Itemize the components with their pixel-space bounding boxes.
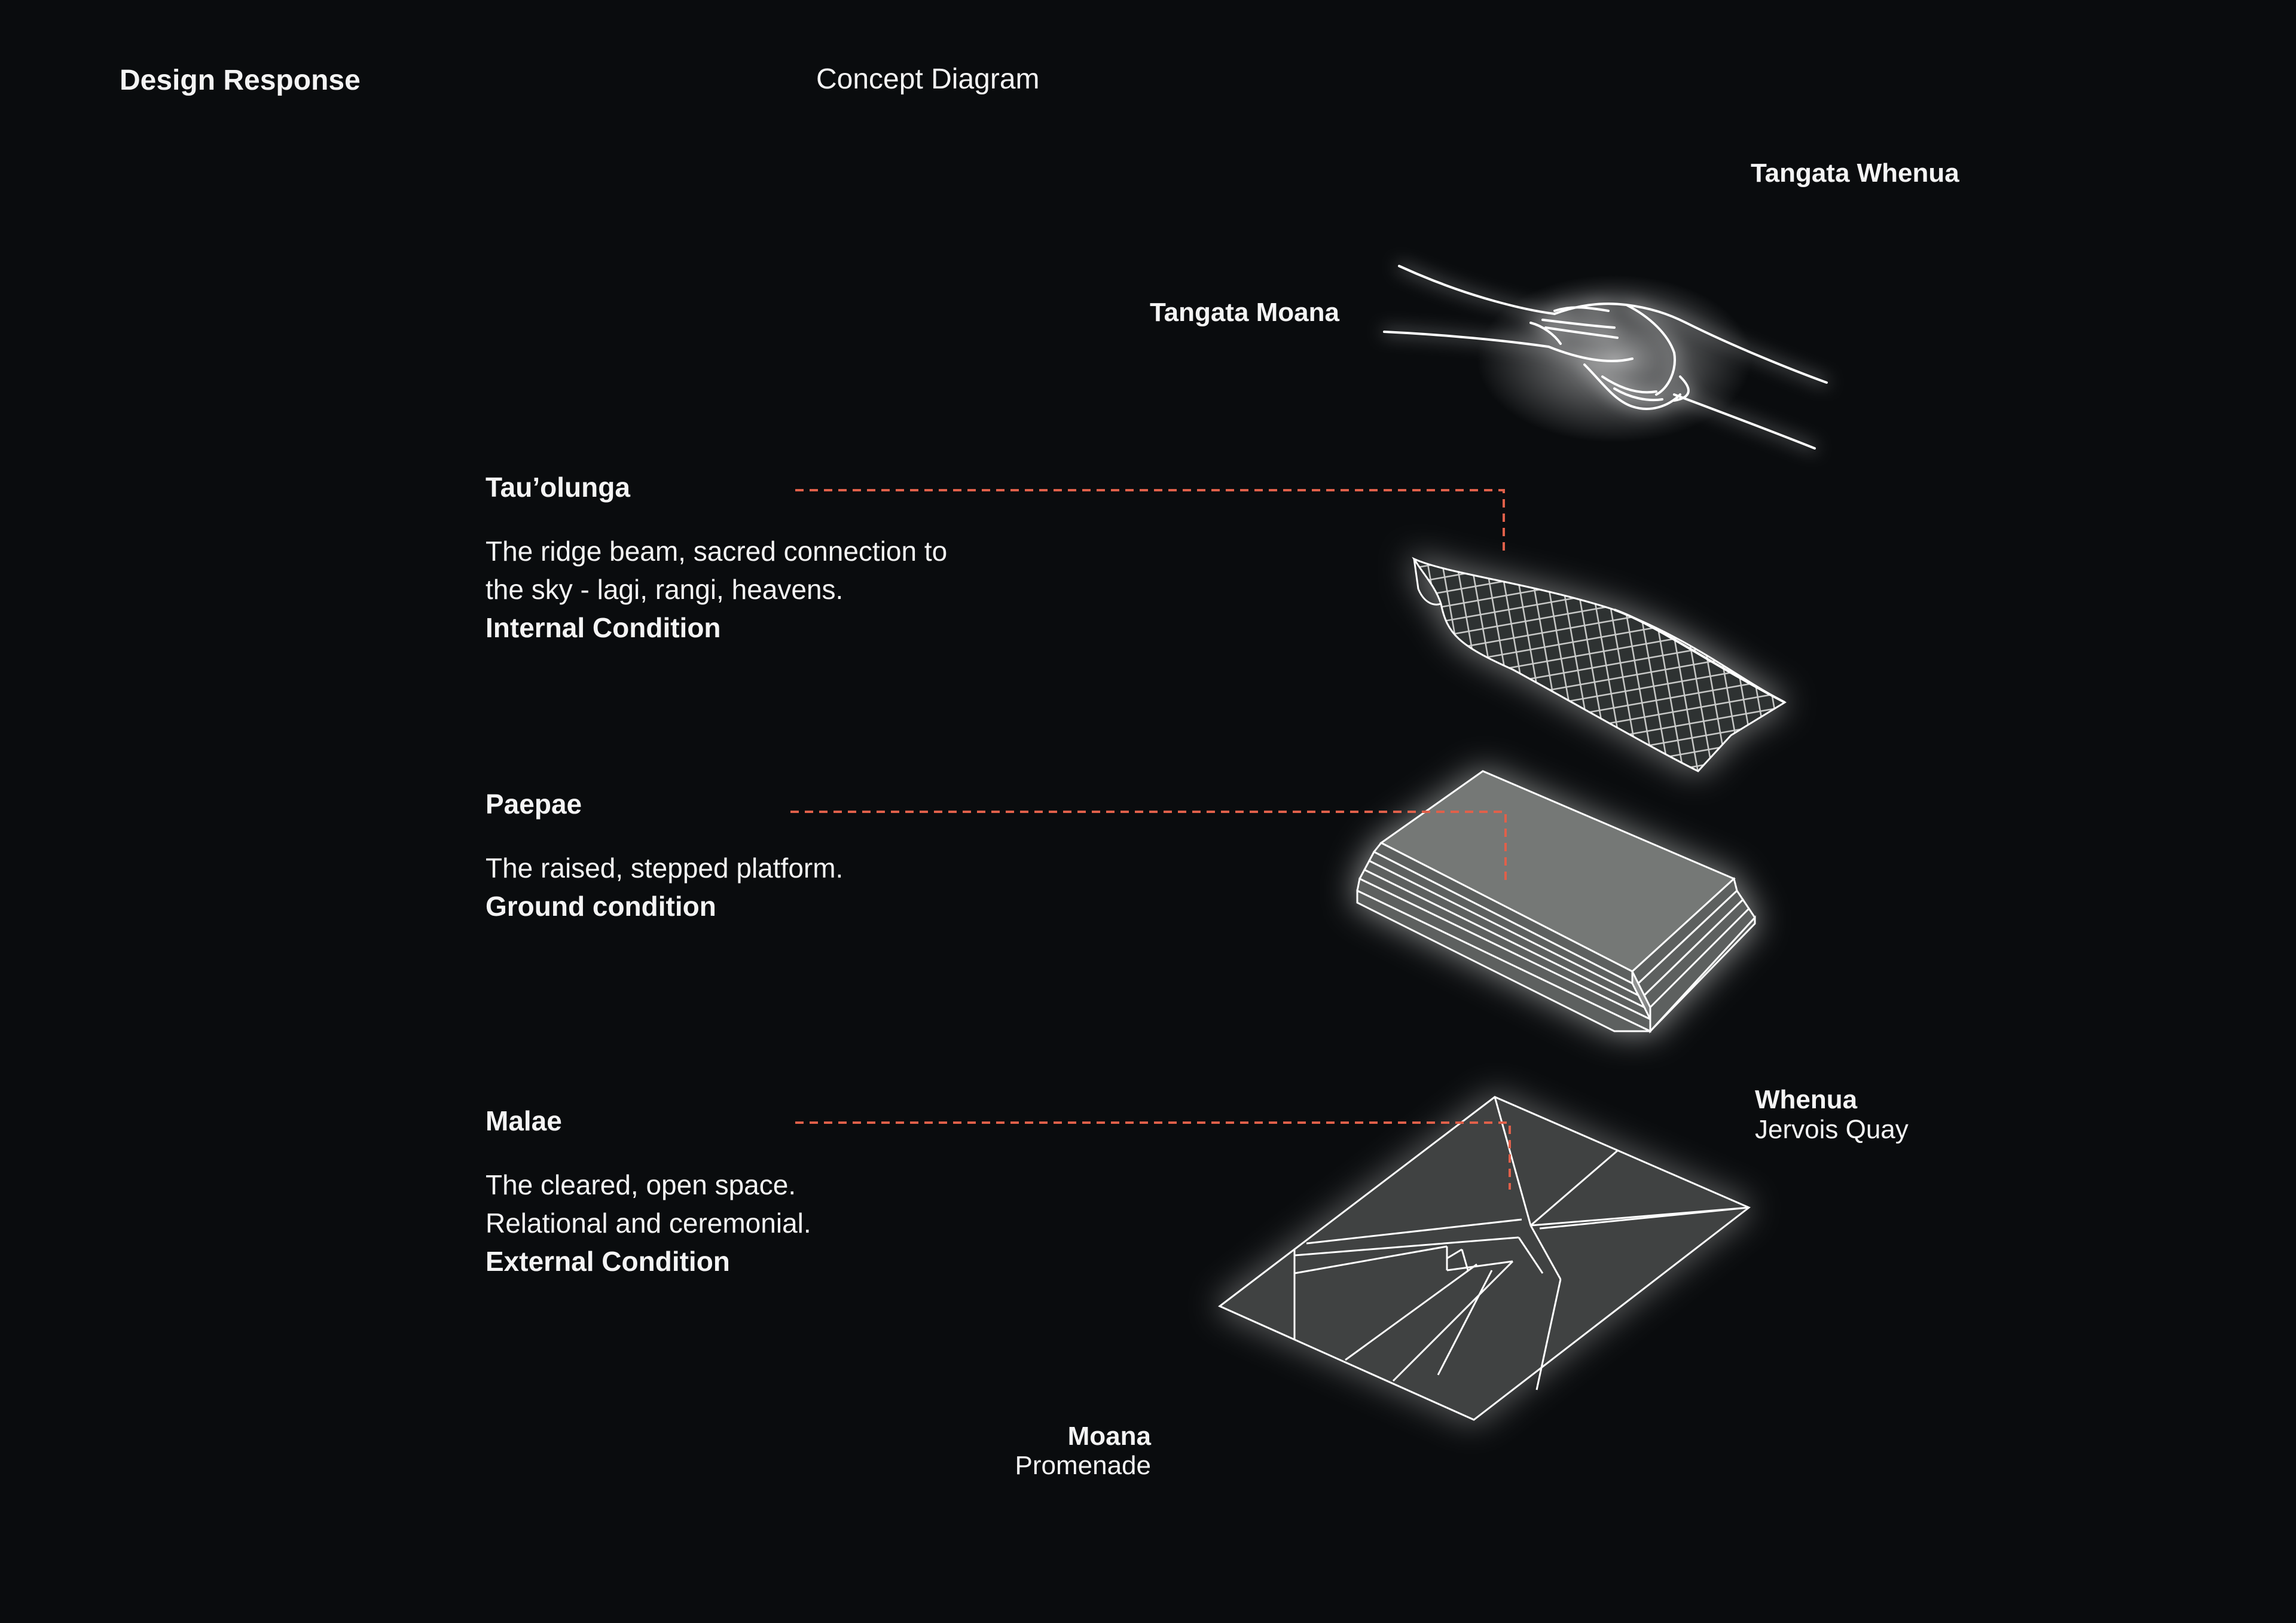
layer-malae-description: The cleared, open space. Relational and … <box>486 1166 811 1280</box>
layer-paepae-condition: Ground condition <box>486 891 716 922</box>
layer-paepae-description: The raised, stepped platform. Ground con… <box>486 849 843 925</box>
layer-tauolunga-description: The ridge beam, sacred connection to the… <box>486 532 947 647</box>
leader-line-tauolunga <box>795 489 1505 556</box>
leader-lines <box>790 489 1511 1190</box>
layer-malae-condition: External Condition <box>486 1246 730 1277</box>
tangata-moana-label: Tangata Moana <box>1150 298 1340 327</box>
section-title: Design Response <box>120 65 361 96</box>
layer-malae-title: Malae <box>486 1105 562 1136</box>
paepae-platform-model <box>1356 770 1756 1034</box>
layer-malae-line-2: Relational and ceremonial. <box>486 1208 811 1239</box>
moana-subtitle: Promenade <box>1015 1451 1151 1480</box>
layer-malae-line-1: The cleared, open space. <box>486 1169 796 1200</box>
layer-tauolunga-line-1: The ridge beam, sacred connection to <box>486 536 948 567</box>
layer-paepae-title: Paepae <box>486 788 582 820</box>
tangata-whenua-label: Tangata Whenua <box>1751 158 1959 188</box>
malae-ground-plan <box>1218 1096 1751 1421</box>
layer-tauolunga-line-2: the sky - lagi, rangi, heavens. <box>486 574 844 605</box>
whenua-title: Whenua <box>1755 1085 1858 1114</box>
page-title: Concept Diagram <box>816 63 1040 95</box>
tauolunga-ridge-model <box>1412 557 1787 772</box>
handshake-illustration <box>1383 265 1828 450</box>
layer-tauolunga-title: Tau’olunga <box>486 472 630 503</box>
moana-title: Moana <box>1067 1422 1151 1451</box>
leader-line-paepae <box>790 811 1507 885</box>
layer-paepae-line-1: The raised, stepped platform. <box>486 852 844 884</box>
layer-tauolunga-condition: Internal Condition <box>486 612 721 643</box>
whenua-subtitle: Jervois Quay <box>1755 1115 1909 1144</box>
